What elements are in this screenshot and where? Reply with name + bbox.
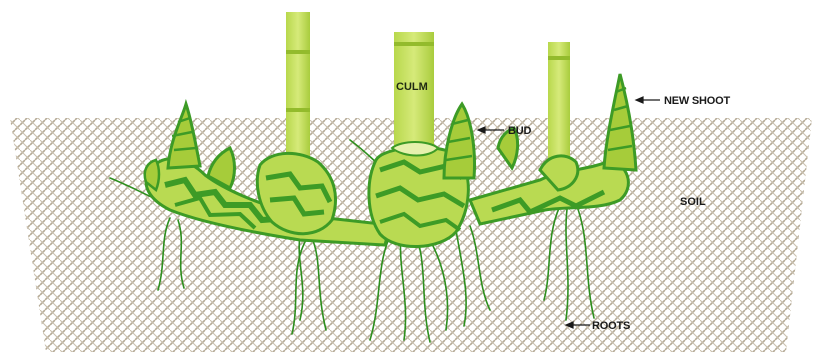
culm-label: CULM xyxy=(396,81,428,93)
bud-center xyxy=(444,104,475,178)
roots-label: ROOTS xyxy=(592,320,630,332)
soil-label: SOIL xyxy=(680,196,706,208)
new-shoot-label: NEW SHOOT xyxy=(664,95,731,107)
bud-label: BUD xyxy=(508,125,531,137)
